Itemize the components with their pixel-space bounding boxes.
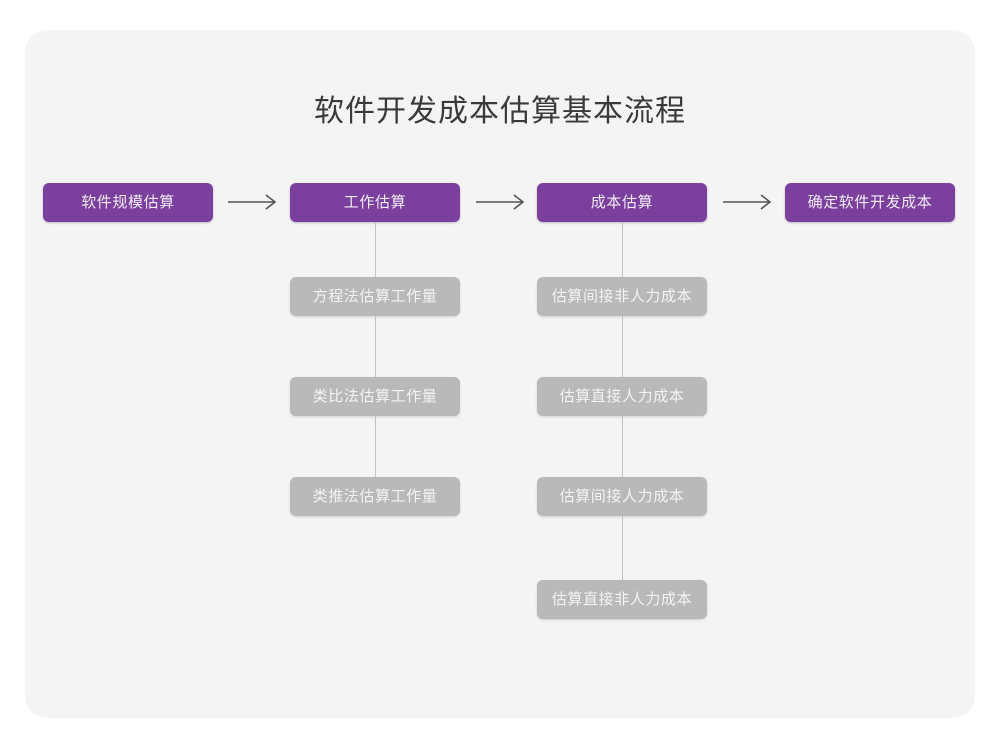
sub-node-label: 估算直接非人力成本	[551, 590, 693, 608]
sub-node-label: 方程法估算工作量	[312, 287, 438, 305]
cost-item-indirect-labor[interactable]: 估算间接人力成本	[537, 477, 707, 516]
step-label: 确定软件开发成本	[807, 193, 933, 211]
step-determine-development-cost[interactable]: 确定软件开发成本	[785, 183, 955, 222]
sub-node-label: 估算间接非人力成本	[551, 287, 693, 305]
sub-node-label: 估算间接人力成本	[559, 487, 685, 505]
step-label: 软件规模估算	[81, 193, 175, 211]
step-label: 成本估算	[590, 193, 654, 211]
sub-node-label: 类推法估算工作量	[312, 487, 438, 505]
step-label: 工作估算	[343, 193, 407, 211]
cost-item-indirect-non-labor[interactable]: 估算间接非人力成本	[537, 277, 707, 316]
connector-cost-2	[622, 316, 623, 377]
cost-item-direct-labor[interactable]: 估算直接人力成本	[537, 377, 707, 416]
arrow-right-icon-3	[723, 192, 775, 212]
work-method-analogical-inference[interactable]: 类推法估算工作量	[290, 477, 460, 516]
arrow-right-icon-1	[228, 192, 280, 212]
step-cost-estimation[interactable]: 成本估算	[537, 183, 707, 222]
diagram-card	[25, 30, 975, 718]
step-work-estimation[interactable]: 工作估算	[290, 183, 460, 222]
connector-work-1	[375, 222, 376, 278]
sub-node-label: 估算直接人力成本	[559, 387, 685, 405]
work-method-equation[interactable]: 方程法估算工作量	[290, 277, 460, 316]
arrow-right-icon-2	[476, 192, 528, 212]
cost-item-direct-non-labor[interactable]: 估算直接非人力成本	[537, 580, 707, 619]
connector-work-2	[375, 316, 376, 377]
connector-cost-3	[622, 416, 623, 477]
connector-cost-1	[622, 222, 623, 278]
work-method-analogy[interactable]: 类比法估算工作量	[290, 377, 460, 416]
connector-work-3	[375, 416, 376, 477]
step-software-scale-estimation[interactable]: 软件规模估算	[43, 183, 213, 222]
connector-cost-4	[622, 516, 623, 580]
page-title: 软件开发成本估算基本流程	[314, 95, 686, 128]
sub-node-label: 类比法估算工作量	[312, 387, 438, 405]
